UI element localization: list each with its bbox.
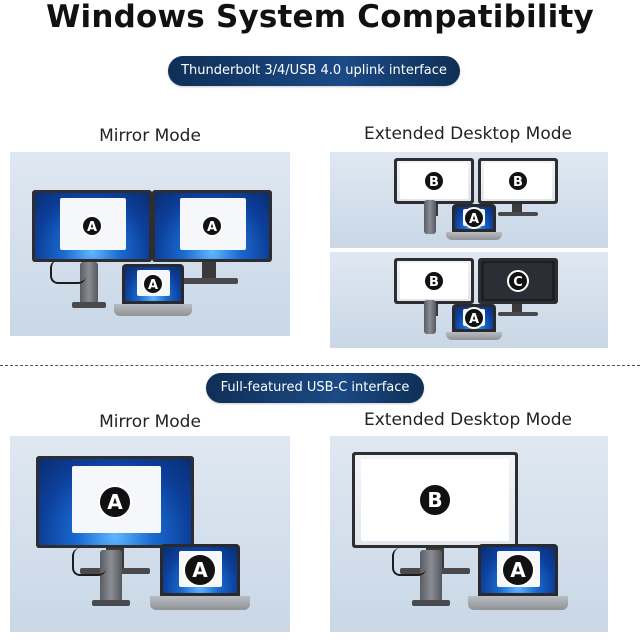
screen-badge-b: B — [423, 170, 445, 192]
docking-hub — [100, 550, 122, 602]
screen-badge-a: A — [463, 307, 485, 329]
monitor: B — [394, 158, 474, 204]
monitor: B — [394, 258, 474, 304]
screen-badge-a: A — [183, 553, 217, 587]
extended-scene-1a: B B A — [330, 152, 608, 248]
mode-label-mirror-2: Mirror Mode — [99, 412, 201, 432]
screen-badge-c: C — [507, 270, 529, 292]
screen-badge-b: B — [507, 170, 529, 192]
monitor: A — [152, 190, 272, 262]
docking-hub — [80, 262, 98, 304]
mode-label-extended-2: Extended Desktop Mode — [364, 410, 572, 430]
section-divider — [0, 365, 640, 366]
extended-scene-1b: B C A — [330, 252, 608, 348]
screen-badge-a: A — [142, 273, 164, 295]
monitor: B — [478, 158, 558, 204]
laptop: A — [452, 304, 496, 332]
screen-badge-a: A — [98, 485, 132, 519]
monitor: C — [478, 258, 558, 304]
monitor: B — [352, 452, 518, 548]
page-title: Windows System Compatibility — [46, 0, 594, 35]
laptop: A — [452, 204, 496, 232]
docking-hub — [420, 550, 442, 602]
laptop: A — [160, 544, 240, 596]
mirror-scene-1: A A A — [10, 152, 290, 336]
screen-badge-b: B — [418, 483, 452, 517]
docking-hub — [424, 300, 436, 334]
screen-badge-b: B — [423, 270, 445, 292]
screen-badge-a: A — [81, 215, 103, 237]
interface-label-usbc: Full-featured USB-C interface — [206, 373, 424, 403]
screen-badge-a: A — [463, 207, 485, 229]
monitor: A — [32, 190, 152, 262]
mode-label-mirror-1: Mirror Mode — [99, 126, 201, 146]
docking-hub — [424, 200, 436, 234]
monitor: A — [36, 456, 194, 548]
extended-scene-2: B A — [330, 436, 608, 632]
screen-badge-a: A — [201, 215, 223, 237]
mode-label-extended-1: Extended Desktop Mode — [364, 124, 572, 144]
laptop: A — [122, 264, 184, 304]
laptop: A — [478, 544, 558, 596]
screen-badge-a: A — [501, 553, 535, 587]
interface-label-thunderbolt: Thunderbolt 3/4/USB 4.0 uplink interface — [168, 56, 460, 86]
mirror-scene-2: A A — [10, 436, 290, 632]
